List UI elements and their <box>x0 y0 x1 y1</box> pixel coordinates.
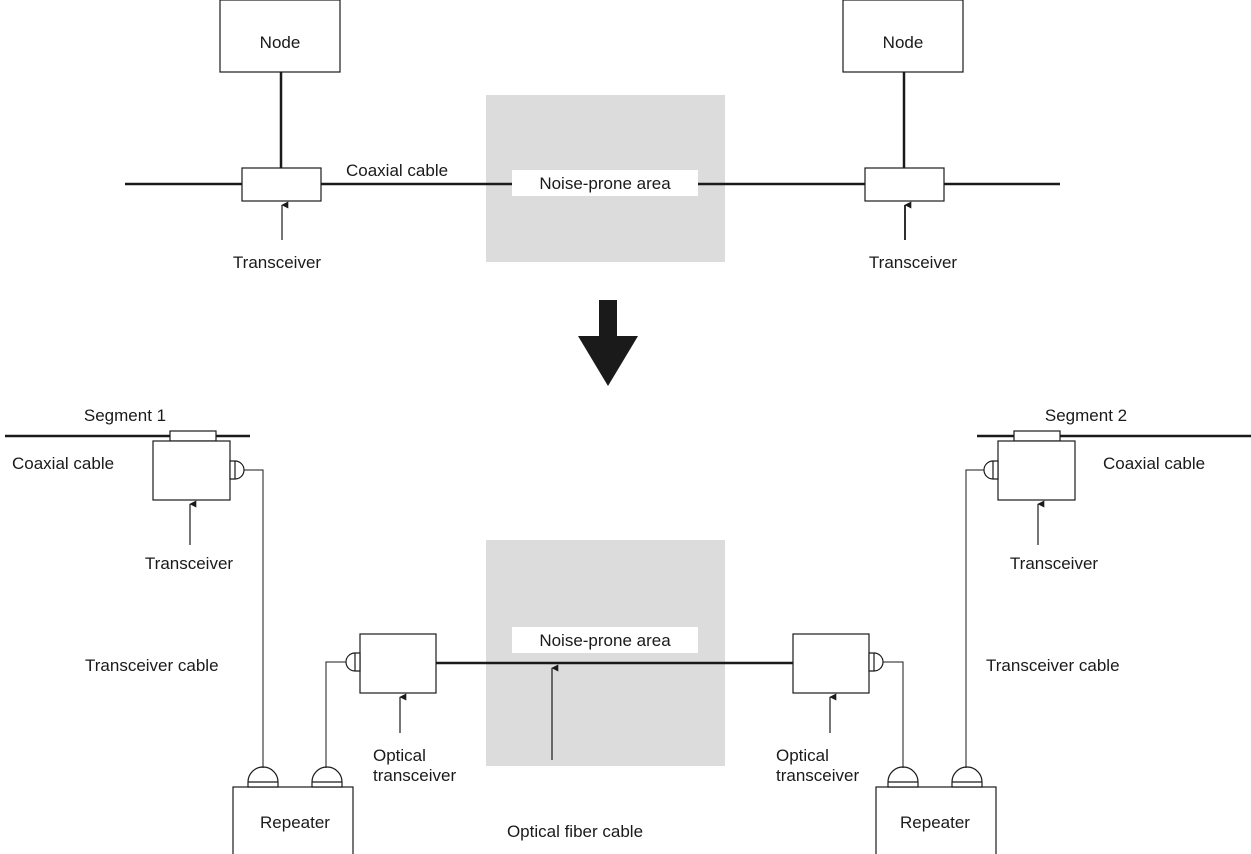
noise-prone-area-bottom-label: Noise-prone area <box>539 631 671 650</box>
transceiver-cable-right <box>965 469 984 768</box>
transceiver-bottom-right-label: Transceiver <box>1010 554 1099 573</box>
coaxial-cable-left-label: Coaxial cable <box>12 454 114 473</box>
optical-link-left <box>325 661 346 768</box>
noise-label-bg-top <box>512 170 698 196</box>
optical-transceiver-right <box>792 633 870 694</box>
optical-transceiver-left-label-line1: Optical <box>373 746 426 765</box>
segment-2-tap <box>1013 430 1061 442</box>
repeater-left <box>232 786 354 854</box>
transceiver-bottom-left-label: Transceiver <box>145 554 234 573</box>
segment-1-tap <box>169 430 217 442</box>
transceiver-cable-left <box>244 469 264 768</box>
segment-1-label: Segment 1 <box>84 406 166 425</box>
repeater-right-label: Repeater <box>900 813 970 832</box>
transceiver-top-right <box>864 167 945 202</box>
transceiver-cable-right-label: Transceiver cable <box>986 656 1120 675</box>
optical-transceiver-left <box>359 633 437 694</box>
transceiver-bottom-right <box>997 440 1076 501</box>
connector-icon <box>247 766 279 788</box>
connector-icon <box>887 766 919 788</box>
connector-icon <box>983 460 999 480</box>
connector-icon <box>345 652 361 672</box>
repeater-right <box>875 786 997 854</box>
coaxial-cable-right-label: Coaxial cable <box>1103 454 1205 473</box>
noise-label-bg-bottom <box>512 627 698 653</box>
noise-prone-area-top-label: Noise-prone area <box>539 174 671 193</box>
connector-icon <box>311 766 343 788</box>
connector-icon <box>868 652 884 672</box>
coaxial-cable-top-label: Coaxial cable <box>346 161 448 180</box>
optical-fiber-cable-label: Optical fiber cable <box>507 822 643 841</box>
transceiver-top-left-label: Transceiver <box>233 253 322 272</box>
node-left <box>219 0 341 73</box>
repeater-left-label: Repeater <box>260 813 330 832</box>
segment-2-label: Segment 2 <box>1045 406 1127 425</box>
node-left-label: Node <box>260 33 301 52</box>
connector-icon <box>951 766 983 788</box>
transceiver-top-left <box>241 167 322 202</box>
optical-transceiver-left-label-line2: transceiver <box>373 766 456 785</box>
transceiver-bottom-left <box>152 440 231 501</box>
connector-icon <box>229 460 245 480</box>
node-right <box>842 0 964 73</box>
optical-transceiver-right-label-line1: Optical <box>776 746 829 765</box>
node-right-label: Node <box>883 33 924 52</box>
transceiver-top-right-label: Transceiver <box>869 253 958 272</box>
optical-link-right <box>883 661 904 768</box>
down-arrow-icon <box>578 300 638 386</box>
transceiver-cable-left-label: Transceiver cable <box>85 656 219 675</box>
optical-transceiver-right-label-line2: transceiver <box>776 766 859 785</box>
